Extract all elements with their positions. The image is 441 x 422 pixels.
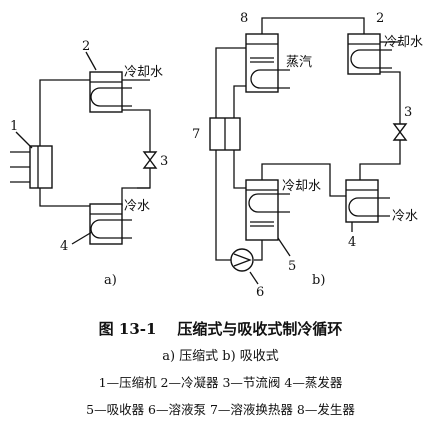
pipe-pump-to-exchanger <box>215 150 231 261</box>
label-1-compressor: 1 <box>10 119 18 134</box>
figure-caption-subtitle: a) 压缩式 b) 吸收式 <box>162 349 279 364</box>
label-5-absorber: 5 <box>288 259 296 274</box>
pipe-exchanger-to-absorber <box>233 150 246 189</box>
figure-legend-line-2: 5—吸收器 6—溶液泵 7—溶液换热器 8—发生器 <box>86 402 355 417</box>
pipe-condenser-to-valve <box>120 109 151 152</box>
label-3-valve: 3 <box>160 154 168 169</box>
label-2-condenser-b: 2 <box>376 11 384 26</box>
steam-label: 蒸汽 <box>286 55 312 70</box>
expansion-valve <box>142 151 158 169</box>
refrigeration-cycle-diagram: 1 2 冷却水 3 4 冷水 a) <box>10 11 423 300</box>
panel-label-a: a) <box>104 273 117 288</box>
left-cold-water-label: 冷水 <box>124 199 150 214</box>
label-7-heat-exchanger: 7 <box>192 127 200 142</box>
generator <box>245 33 290 93</box>
pipe-compressor-to-condenser <box>39 79 90 148</box>
label-2-condenser: 2 <box>82 39 90 54</box>
figure-title: 压缩式与吸收式制冷循环 <box>177 320 343 338</box>
absorber <box>245 179 290 241</box>
expansion-valve-b <box>392 123 408 141</box>
right-cooling-water-label-top: 冷却水 <box>384 35 423 50</box>
absorption-evaporator <box>345 179 390 223</box>
pipe-exchanger-to-generator <box>215 47 246 118</box>
right-cooling-water-label-bottom: 冷却水 <box>282 179 321 194</box>
figure-caption-title: 图 13-1 压缩式与吸收式制冷循环 <box>0 318 441 339</box>
label-3-valve-b: 3 <box>404 105 412 120</box>
condenser <box>89 71 150 113</box>
absorption-cycle: 8 蒸汽 2 冷却水 3 4 冷水 <box>192 11 423 300</box>
pipe-absorber-to-pump <box>254 240 263 261</box>
pipe-evaporator-to-absorber <box>261 163 346 197</box>
pipe-evaporator-to-compressor <box>39 186 92 207</box>
panel-label-b: b) <box>312 273 325 288</box>
solution-pump <box>230 248 254 272</box>
compression-cycle: 1 2 冷却水 3 4 冷水 a) <box>10 39 168 288</box>
pipe-condenser-to-valve-b <box>380 71 401 124</box>
solution-heat-exchanger <box>209 117 241 151</box>
figure-legend-line-1: 1—压缩机 2—冷凝器 3—节流阀 4—蒸发器 <box>98 375 343 390</box>
absorption-condenser <box>347 33 400 75</box>
label-8-generator: 8 <box>240 11 248 26</box>
pipe-valve-to-evaporator-b <box>359 140 401 180</box>
pipe-generator-to-exchanger <box>233 85 246 118</box>
figure-number: 图 13-1 <box>98 320 157 338</box>
label-4-evaporator-b: 4 <box>348 235 356 250</box>
vapor-pipe <box>261 17 365 34</box>
pipe-valve-to-evaporator <box>121 168 151 206</box>
left-cooling-water-label: 冷却水 <box>124 65 163 80</box>
evaporator <box>89 203 132 245</box>
label-6-pump: 6 <box>256 285 264 300</box>
label-4-evaporator: 4 <box>60 239 68 254</box>
compressor <box>10 145 53 189</box>
right-cold-water-label: 冷水 <box>392 209 418 224</box>
